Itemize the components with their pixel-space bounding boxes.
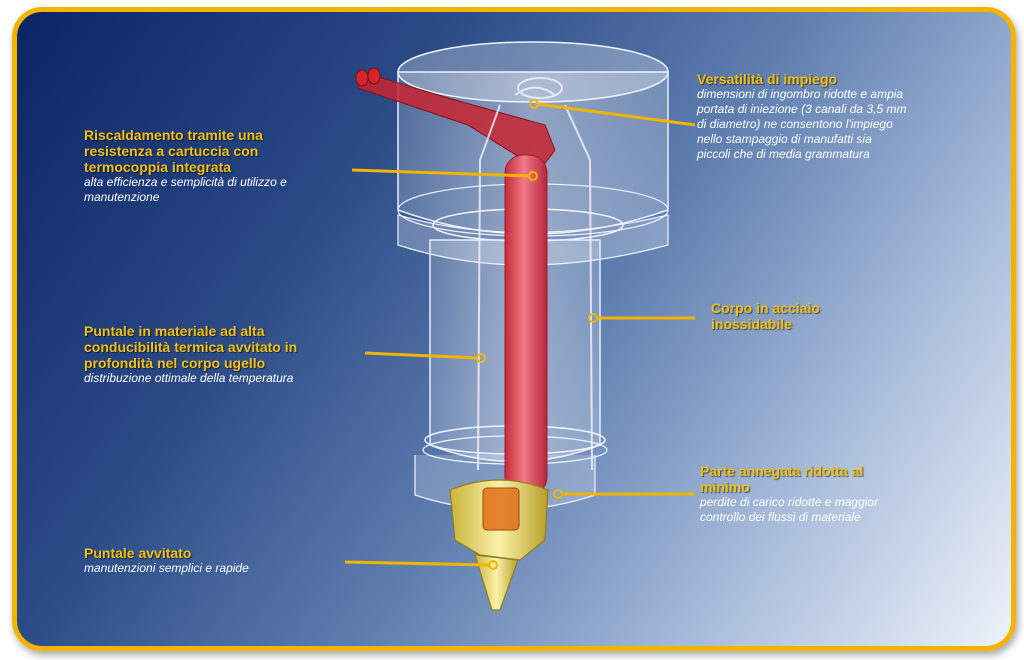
- desc-line: distribuzione ottimale della temperatura: [84, 371, 294, 385]
- desc-line: nello stampaggio di manufatti sia: [697, 132, 872, 146]
- callout-riscaldamento-title: Riscaldamento tramite una resistenza a c…: [84, 127, 384, 175]
- leader-dot-riscaldamento: [528, 171, 538, 181]
- title-line: Corpo in acciaio: [711, 300, 820, 316]
- leader-lines: [344, 99, 696, 570]
- desc-line: alta efficienza e semplicità di utilizzo…: [84, 175, 287, 189]
- title-line: termocoppia integrata: [84, 159, 232, 175]
- desc-line: piccoli che di media grammatura: [697, 147, 870, 161]
- leader-versatilita: [536, 102, 696, 127]
- nozzle-tip: [449, 479, 549, 611]
- desc-line: manutenzioni semplici e rapide: [84, 561, 249, 575]
- heater-cartridge: [355, 67, 556, 496]
- leader-puntale-avvitato: [344, 560, 491, 567]
- leader-dot-puntale-materiale: [476, 353, 486, 363]
- desc-line: di diametro) ne consentono l'impiego: [697, 117, 893, 131]
- callout-versatilita: Versatilità di impiego dimensioni di ing…: [697, 71, 987, 162]
- callout-parte-annegata-title: Parte annegata ridotta al minimo: [700, 463, 990, 495]
- title-line: Versatilità di impiego: [697, 71, 838, 87]
- title-line: minimo: [700, 479, 750, 495]
- callout-versatilita-desc: dimensioni di ingombro ridotte e ampia p…: [697, 87, 987, 162]
- desc-line: controllo dei flussi di materiale: [700, 510, 861, 524]
- callout-puntale-avvitato-desc: manutenzioni semplici e rapide: [84, 561, 344, 576]
- callout-riscaldamento-desc: alta efficienza e semplicità di utilizzo…: [84, 175, 384, 205]
- callout-riscaldamento: Riscaldamento tramite una resistenza a c…: [84, 127, 384, 205]
- callout-puntale-avvitato-title: Puntale avvitato: [84, 545, 344, 561]
- callout-puntale-materiale-title: Puntale in materiale ad alta conducibili…: [84, 323, 384, 371]
- leader-riscaldamento: [351, 168, 531, 178]
- title-line: Parte annegata ridotta al: [700, 463, 864, 479]
- callout-puntale-materiale: Puntale in materiale ad alta conducibili…: [84, 323, 384, 386]
- title-line: inossidabile: [711, 316, 792, 332]
- title-line: conducibilità termica avvitato in: [84, 339, 298, 355]
- callout-corpo: Corpo in acciaio inossidabile: [711, 300, 911, 332]
- channels: [477, 77, 593, 471]
- desc-line: manutenzione: [84, 190, 160, 204]
- callout-parte-annegata-desc: perdite di carico ridotte e maggior cont…: [700, 495, 990, 525]
- leader-dot-puntale-avvitato: [488, 560, 498, 570]
- leader-dot-versatilita: [529, 99, 539, 109]
- title-line: resistenza a cartuccia con: [84, 143, 259, 159]
- desc-line: perdite di carico ridotte e maggior: [700, 495, 879, 509]
- callout-versatilita-title: Versatilità di impiego: [697, 71, 987, 87]
- title-line: profondità nel corpo ugello: [84, 355, 266, 371]
- callout-puntale-materiale-desc: distribuzione ottimale della temperatura: [84, 371, 384, 386]
- leader-dot-parte-annegata: [553, 489, 563, 499]
- callout-puntale-avvitato: Puntale avvitato manutenzioni semplici e…: [84, 545, 344, 576]
- desc-line: dimensioni di ingombro ridotte e ampia: [697, 87, 904, 101]
- callout-corpo-title: Corpo in acciaio inossidabile: [711, 300, 911, 332]
- title-line: Puntale in materiale ad alta: [84, 323, 265, 339]
- leader-dot-corpo: [588, 313, 598, 323]
- leader-puntale-materiale: [364, 351, 479, 360]
- desc-line: portata di iniezione (3 canali da 3,5 mm: [697, 102, 907, 116]
- title-line: Riscaldamento tramite una: [84, 127, 263, 143]
- title-line: Puntale avvitato: [84, 545, 192, 561]
- callout-parte-annegata: Parte annegata ridotta al minimo perdite…: [700, 463, 990, 525]
